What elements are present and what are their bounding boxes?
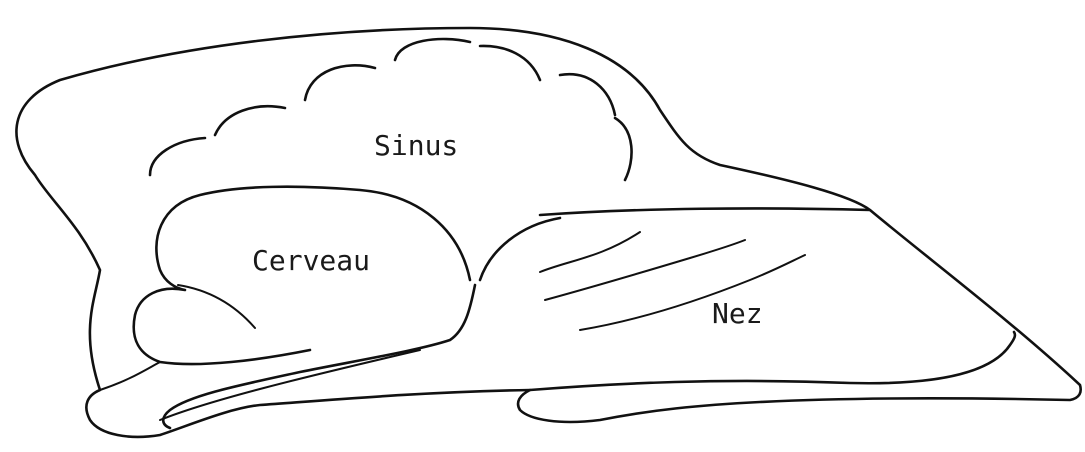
brain-sulcus [178, 285, 255, 328]
brainstem-contour [163, 285, 475, 428]
cranial-floor-line [160, 350, 420, 420]
olfactory-connection [480, 218, 560, 280]
label-sinus: Sinus [374, 129, 458, 162]
nasal-floor-line [530, 332, 1015, 390]
nasal-upper-line [540, 208, 870, 215]
label-nez: Nez [712, 297, 763, 330]
turbinate-line-3 [580, 255, 805, 330]
label-cerveau: Cerveau [252, 244, 370, 277]
palate-line [100, 362, 160, 390]
turbinate-line-1 [540, 232, 640, 272]
turbinate-line-2 [545, 240, 745, 300]
skull-outline [16, 28, 1080, 437]
